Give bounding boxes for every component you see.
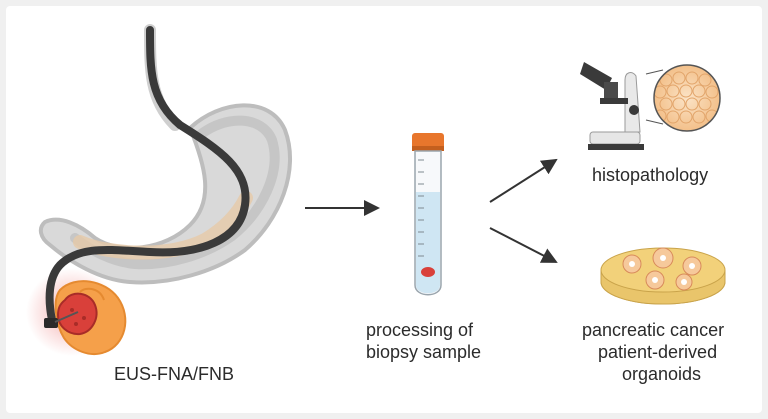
- histopathology-label: histopathology: [592, 165, 709, 185]
- cells-magnifier-icon: [653, 64, 721, 132]
- endoscopy-label: EUS-FNA/FNB: [114, 364, 235, 384]
- arrow-icon: [489, 158, 558, 203]
- petri-dish-icon: [600, 247, 726, 305]
- stomach-icon: [38, 24, 292, 285]
- tumor-icon: [56, 292, 98, 336]
- organoids-label-line3: organoids: [622, 364, 702, 384]
- endoscope-icon: [44, 26, 250, 328]
- organoids-label-line2: patient-derived: [598, 342, 718, 362]
- arrow-icon: [489, 227, 558, 263]
- processing-label-line1: processing of: [366, 320, 474, 340]
- figure-panel: [6, 6, 762, 413]
- test-tube-icon: [412, 133, 444, 296]
- microscope-icon: [580, 62, 644, 150]
- organoids-label-line1: pancreatic cancer: [582, 320, 725, 340]
- processing-label-line2: biopsy sample: [366, 342, 482, 362]
